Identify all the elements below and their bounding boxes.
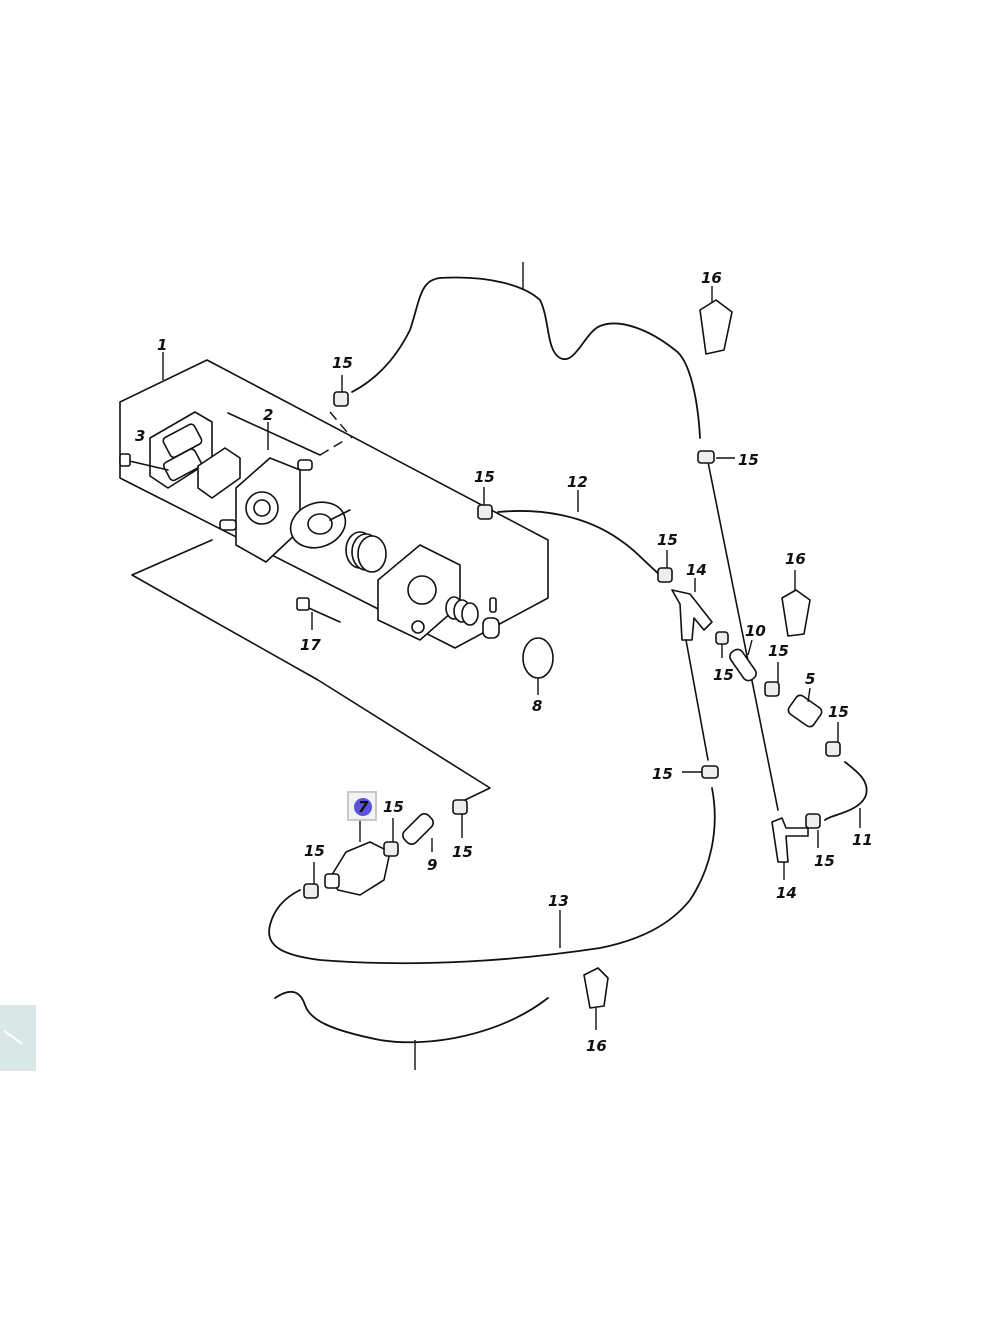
hose-thin	[707, 461, 779, 811]
callout-15-i: 15	[814, 852, 835, 870]
joint-14-upper	[671, 578, 713, 761]
callout-16-middle: 16	[785, 550, 806, 568]
part-7-selector[interactable]: 7	[347, 791, 377, 821]
callout-2: 2	[263, 406, 273, 424]
callout-3: 3	[135, 427, 145, 445]
gasket-plate	[149, 411, 213, 489]
callout-5: 5	[805, 670, 815, 688]
callout-14-lower: 14	[776, 884, 797, 902]
hose-10	[729, 639, 757, 682]
callout-7: 7	[358, 798, 369, 816]
small-spring	[445, 596, 500, 639]
callout-15-h: 15	[652, 765, 673, 783]
callout-15-j: 15	[383, 798, 404, 816]
callout-14-upper: 14	[686, 561, 707, 579]
clamp-15-group	[303, 375, 841, 899]
hose-upper	[351, 262, 701, 439]
callout-15-l: 15	[304, 842, 325, 860]
callout-15-a: 15	[332, 354, 353, 372]
clip-16-bottom	[583, 967, 609, 1030]
callout-17: 17	[300, 636, 321, 654]
hose-11	[824, 761, 868, 828]
callout-16-top: 16	[701, 269, 722, 287]
callout-16-bottom: 16	[586, 1037, 607, 1055]
callout-15-k: 15	[452, 843, 473, 861]
pump-housing	[219, 457, 313, 563]
filter-7	[324, 818, 391, 896]
callout-1: 1	[157, 336, 167, 354]
callout-15-c: 15	[738, 451, 759, 469]
clip-16-top	[699, 286, 733, 355]
hose-lower	[274, 990, 549, 1070]
selection-dot	[354, 798, 372, 816]
side-panel-tab[interactable]	[0, 1005, 36, 1071]
bolt-3	[119, 453, 169, 471]
gasket-2	[197, 447, 241, 499]
clip-16-middle	[781, 570, 811, 637]
callout-11: 11	[852, 831, 873, 849]
callout-15-b: 15	[474, 468, 495, 486]
callout-12: 12	[567, 473, 588, 491]
joint-14-lower	[771, 817, 809, 880]
o-ring-8	[522, 637, 554, 695]
cover	[377, 544, 461, 641]
hose-12	[497, 490, 661, 576]
callout-13: 13	[548, 892, 569, 910]
callout-10: 10	[745, 622, 766, 640]
callout-15-d: 15	[657, 531, 678, 549]
pipe-9	[402, 813, 434, 852]
callout-8: 8	[532, 697, 542, 715]
callout-15-g: 15	[828, 703, 849, 721]
diaphragm	[289, 501, 351, 549]
callout-15-f: 15	[768, 642, 789, 660]
callout-15-e: 15	[713, 666, 734, 684]
bolt-17	[296, 597, 341, 630]
spring	[345, 531, 387, 573]
assembly-box-1	[119, 352, 549, 801]
valve-5	[787, 687, 823, 728]
hose-13	[268, 787, 716, 965]
callout-9: 9	[427, 856, 437, 874]
